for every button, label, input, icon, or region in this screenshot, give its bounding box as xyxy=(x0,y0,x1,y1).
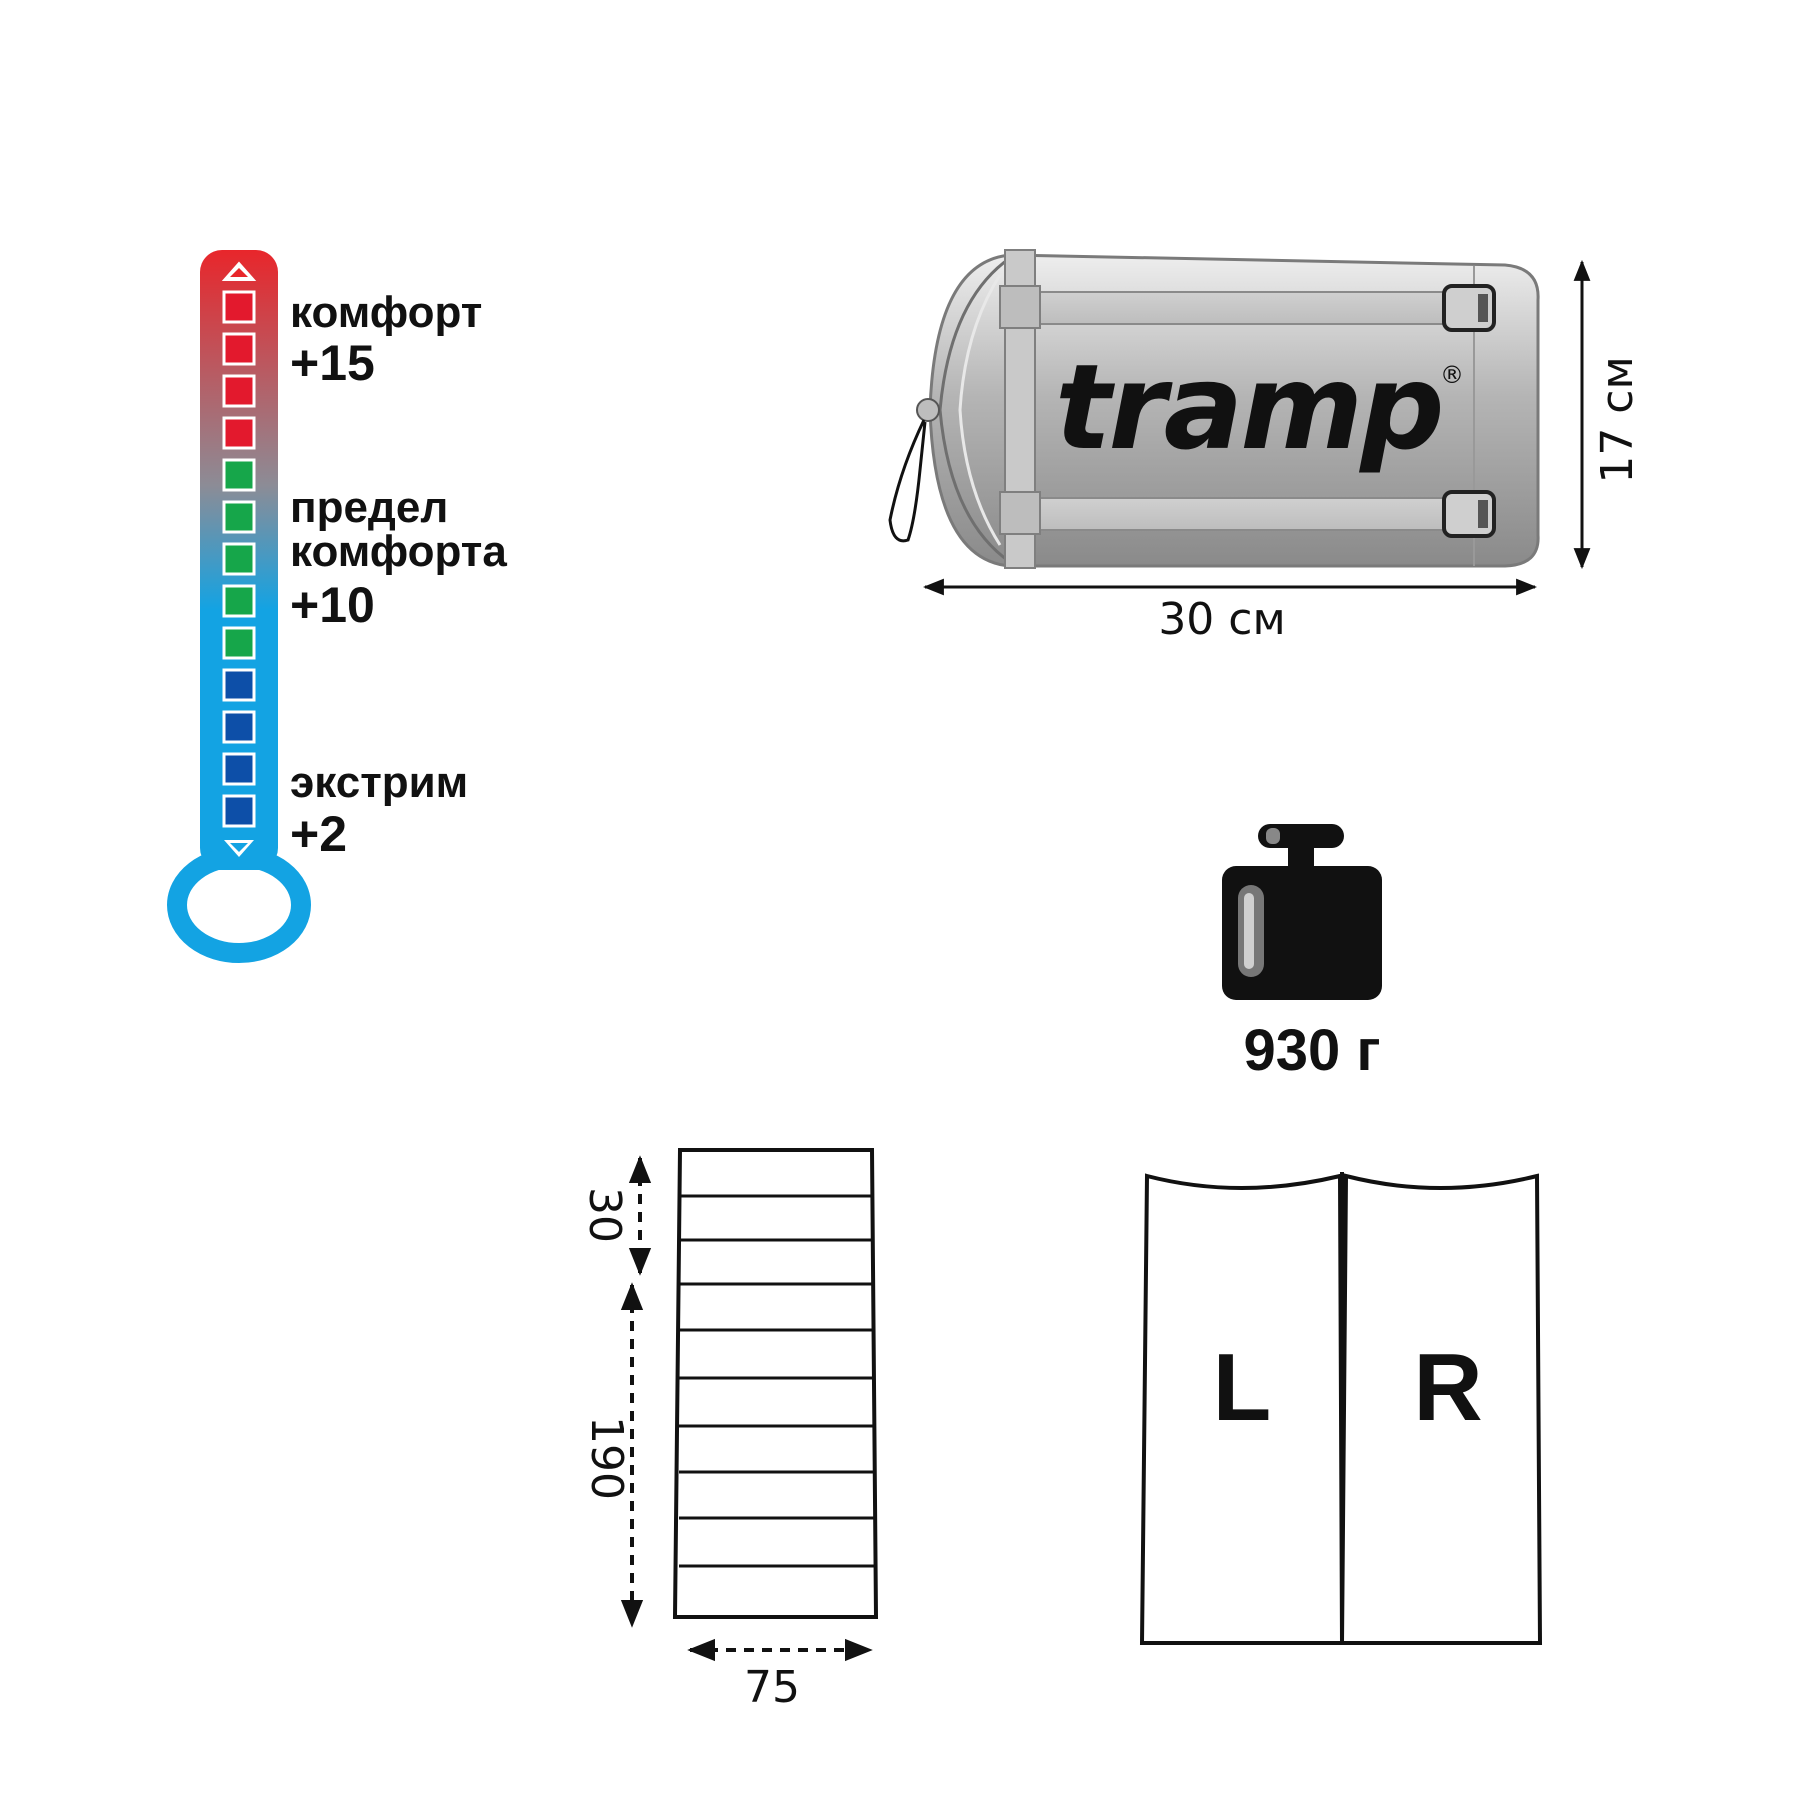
thermometer-square xyxy=(222,500,256,534)
thermometer-square xyxy=(222,374,256,408)
compression-sack: tramp ® xyxy=(888,249,1540,569)
sack-body xyxy=(928,253,1540,568)
thermometer-bulb-ring xyxy=(167,847,311,963)
buckle-icon xyxy=(1442,284,1496,332)
thermometer-square xyxy=(222,710,256,744)
brand-logo: tramp xyxy=(1055,338,1442,476)
left-bag-outline xyxy=(1139,1173,1345,1645)
strap-keeper-bottom xyxy=(999,491,1041,535)
pack-length-label: 30 см xyxy=(1158,594,1285,645)
pack-height-label: 17 см xyxy=(1592,356,1643,483)
triangle-down-inner xyxy=(230,843,248,852)
thermometer-square xyxy=(222,542,256,576)
drawcord-loop xyxy=(888,419,927,543)
thermometer-square xyxy=(222,416,256,450)
bag-width-label: 75 xyxy=(744,1662,800,1713)
strap-keeper-top xyxy=(999,285,1041,329)
zipper-side-diagram xyxy=(1139,1172,1543,1645)
thermometer-squares xyxy=(222,290,256,828)
thermometer-square xyxy=(222,668,256,702)
thermometer-square xyxy=(222,290,256,324)
level-extreme-value: +2 xyxy=(290,806,347,862)
weight-icon xyxy=(1222,824,1382,1000)
level-limit-name-line2: комфорта xyxy=(290,527,507,576)
thermometer-square xyxy=(222,332,256,366)
drawcord-toggle xyxy=(916,398,940,422)
hood-length-label: 30 xyxy=(579,1187,630,1243)
thermometer-square xyxy=(222,584,256,618)
level-limit-name-line1: предел xyxy=(290,483,448,532)
thermometer-square xyxy=(222,458,256,492)
registered-mark: ® xyxy=(1440,361,1464,389)
sack-end-cap-lines-2 xyxy=(958,274,1002,546)
baffle-lines xyxy=(679,1194,874,1568)
triangle-up-inner xyxy=(230,268,248,277)
right-bag-outline xyxy=(1339,1173,1543,1645)
level-limit-value: +10 xyxy=(290,577,375,633)
sleeping-bag-outline xyxy=(672,1148,879,1619)
level-comfort-name: комфорт xyxy=(290,288,482,337)
bag-length-label: 190 xyxy=(581,1416,632,1500)
level-extreme-name: экстрим xyxy=(290,758,468,807)
level-comfort-value: +15 xyxy=(290,335,375,391)
thermometer-square xyxy=(222,794,256,828)
thermometer-square xyxy=(222,626,256,660)
left-zipper-label: L xyxy=(1213,1334,1272,1441)
buckle-icon xyxy=(1442,490,1496,538)
thermometer-square xyxy=(222,752,256,786)
weight-label: 930 г xyxy=(1243,1018,1380,1083)
strap-band-bottom xyxy=(1002,497,1474,531)
right-zipper-label: R xyxy=(1413,1334,1482,1441)
strap-band-top xyxy=(1002,291,1474,325)
thermometer xyxy=(167,250,311,963)
